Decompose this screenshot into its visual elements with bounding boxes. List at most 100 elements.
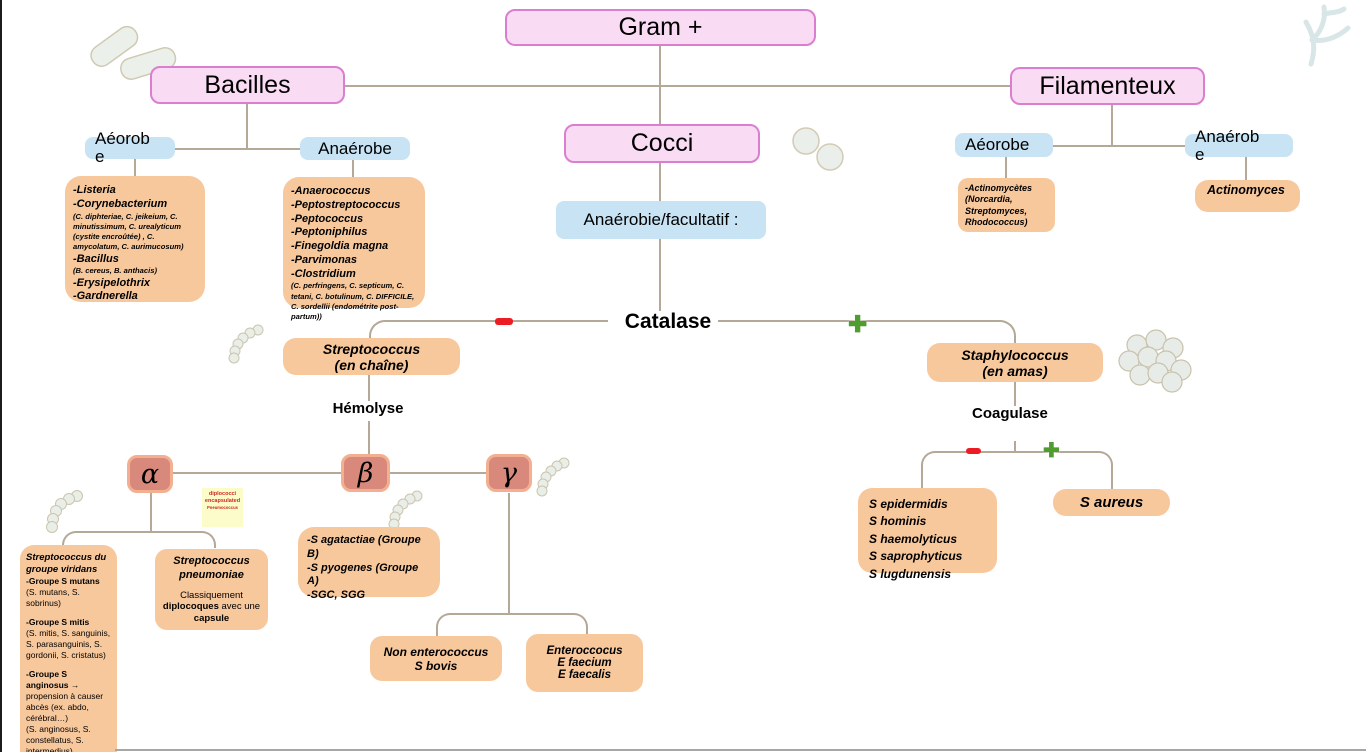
staph-cluster-icon [1118, 329, 1192, 393]
connector-gamma-split [436, 613, 588, 637]
s-aureus-label: S aureus [1079, 494, 1144, 511]
list-line: -Gardnerella [73, 290, 138, 303]
plus-icon: ✚ [848, 311, 868, 337]
list-line: Streptococcus du groupe viridans [26, 552, 107, 575]
hemolyse-label: Hémolyse [332, 400, 404, 417]
node-filamenteux: Filamenteux [1010, 67, 1205, 105]
node-alpha-hemolysis: α [127, 455, 173, 493]
connector-aerobe-list [134, 159, 136, 177]
pneumoniae-box: Streptococcus pneumoniae Classiquement d… [155, 549, 268, 630]
connector-filamenteux-children [1053, 145, 1185, 147]
bacilles-aerobe-species-box: -Listeria-Corynebacterium(C. diphteriae,… [65, 176, 205, 302]
list-line: -Anaerococcus [291, 185, 371, 197]
node-bacilles-anaerobe: Anaérobe [300, 137, 410, 160]
beta-species-box: -S agatactiae (Groupe B)-S pyogenes (Gro… [298, 527, 440, 601]
list-line: (S. mitis, S. sanguinis, S. parasanguini… [26, 627, 111, 661]
connector-alpha-beta [173, 472, 341, 474]
bottom-window-edge [115, 749, 1366, 751]
connector-catalase-negative-branch [369, 320, 608, 341]
enterococcus-box: Enteroccocus E faecium E faecalis [526, 634, 643, 692]
list-line: (Norcardia, Streptomyces, Rhodococcus) [965, 194, 1028, 227]
plus-icon: ✚ [1043, 440, 1060, 462]
list-line: -Corynebacterium [73, 197, 168, 210]
connector-strep-hemolyse [368, 375, 370, 401]
strep-chain-icon [46, 490, 83, 533]
s-aureus-box: S aureus [1053, 489, 1170, 516]
list-line: -Peptoniphilus [291, 226, 368, 239]
list-line: S saprophyticus [869, 549, 963, 564]
list-line: -Bacillus [73, 252, 119, 265]
node-gram-plus: Gram + [505, 9, 816, 46]
connector-bacilles-children [175, 148, 300, 150]
cocci-pair-icon [792, 127, 844, 171]
list-line: -SGC, SGG [307, 589, 366, 601]
left-window-edge [0, 0, 2, 752]
node-gamma-hemolysis: γ [486, 454, 532, 492]
list-line: -Finegoldia magna [291, 240, 389, 252]
strep-chain-icon [388, 490, 423, 530]
node-bacilles-aerobe-label: Aéorobe [95, 129, 150, 166]
connector-staph-coagulase [1014, 382, 1016, 406]
list-line: -Groupe S mitis [26, 616, 90, 627]
connector-anaerobie-catalase [659, 239, 661, 311]
node-filamenteux-anaerobe: Anaérobe [1185, 127, 1293, 163]
list-line: (B. cereus, B. anthacis) [73, 266, 157, 276]
list-line: -Listeria [73, 184, 116, 196]
catalase-label: Catalase [624, 310, 712, 333]
viridans-group-box: Streptococcus du groupe viridans -Groupe … [20, 545, 117, 752]
connector-coagulase-split [921, 451, 1113, 491]
node-filamenteux-anaerobe-label: Anaérobe [1195, 126, 1260, 164]
node-bacilles-anaerobe-label: Anaérobe [318, 138, 392, 158]
list-line: (S. anginosus, S. constellatus, S. inter… [26, 724, 91, 752]
list-line: S hominis [869, 514, 927, 529]
pneumoniae-title: Streptococcus pneumoniae [173, 555, 250, 581]
list-line: S lugdunensis [869, 566, 952, 581]
list-line: -Clostridium [291, 267, 356, 280]
list-line: -Erysipelothrix [73, 276, 151, 289]
connector-cocci-anaerobie [659, 163, 661, 202]
node-anaerobie-facultatif: Anaérobie/facultatif : [556, 201, 766, 239]
list-line [26, 661, 111, 669]
actinomyces-label: Actinomyces [1207, 183, 1285, 197]
filament-branch-icon [1303, 4, 1351, 67]
diplococci-sticky-note: diplococci encapsulated Pneumococcus [202, 488, 243, 527]
node-streptococcus-label: Streptococcus (en chaîne) [322, 340, 421, 373]
node-streptococcus: Streptococcus (en chaîne) [283, 338, 460, 375]
filamenteux-aerobe-species-box: -Actinomycètes(Norcardia, Streptomyces, … [958, 178, 1055, 232]
node-bacilles-label: Bacilles [204, 70, 291, 99]
note-line-2: encapsulated [204, 498, 241, 505]
connector-bacilles-down [246, 104, 248, 149]
coagulase-label: Coagulase [972, 405, 1048, 422]
connector-beta-gamma [390, 472, 486, 474]
connector-gamma-down [508, 493, 510, 613]
connector-alpha-down [150, 493, 152, 532]
connector-alpha-split [62, 531, 216, 548]
list-line: (C. diphteriae, C. jeikeium, C. minutiss… [73, 211, 184, 252]
node-anaerobie-facultatif-label: Anaérobie/facultatif : [583, 210, 739, 229]
list-line: (C. perfringens, C. septicum, C. tetani,… [291, 281, 415, 321]
strep-chain-icon [536, 457, 570, 497]
node-filamenteux-aerobe-label: Aéorobe [965, 135, 1030, 155]
list-line: S epidermidis [869, 497, 948, 511]
list-line: (S. mutans, S. sobrinus) [26, 586, 80, 608]
connector-filamenteux-down [1111, 105, 1113, 146]
connector-coagulase-down [1014, 441, 1016, 452]
non-enterococcus-label: Non enterococcus S bovis [383, 644, 489, 673]
connector-fil-aerobe-list [1005, 157, 1007, 179]
alpha-label: α [140, 458, 160, 490]
node-filamenteux-label: Filamenteux [1039, 71, 1176, 100]
list-line: -Peptococcus [291, 212, 364, 225]
list-line: -Parvimonas [291, 253, 358, 266]
note-line-1: diplococci [208, 491, 237, 497]
connector-catalase-positive-branch [718, 320, 1016, 346]
node-beta-hemolysis: β [341, 454, 390, 492]
non-enterococcus-box: Non enterococcus S bovis [370, 636, 502, 681]
beta-label: β [357, 457, 374, 489]
minus-icon [495, 318, 513, 325]
node-gram-plus-label: Gram + [618, 13, 703, 41]
node-staphylococcus: Staphylococcus (en amas) [927, 343, 1103, 382]
list-line: -Peptostreptococcus [291, 198, 401, 211]
bacilles-anaerobe-species-box: -Anaerococcus-Peptostreptococcus-Peptoco… [283, 177, 425, 321]
